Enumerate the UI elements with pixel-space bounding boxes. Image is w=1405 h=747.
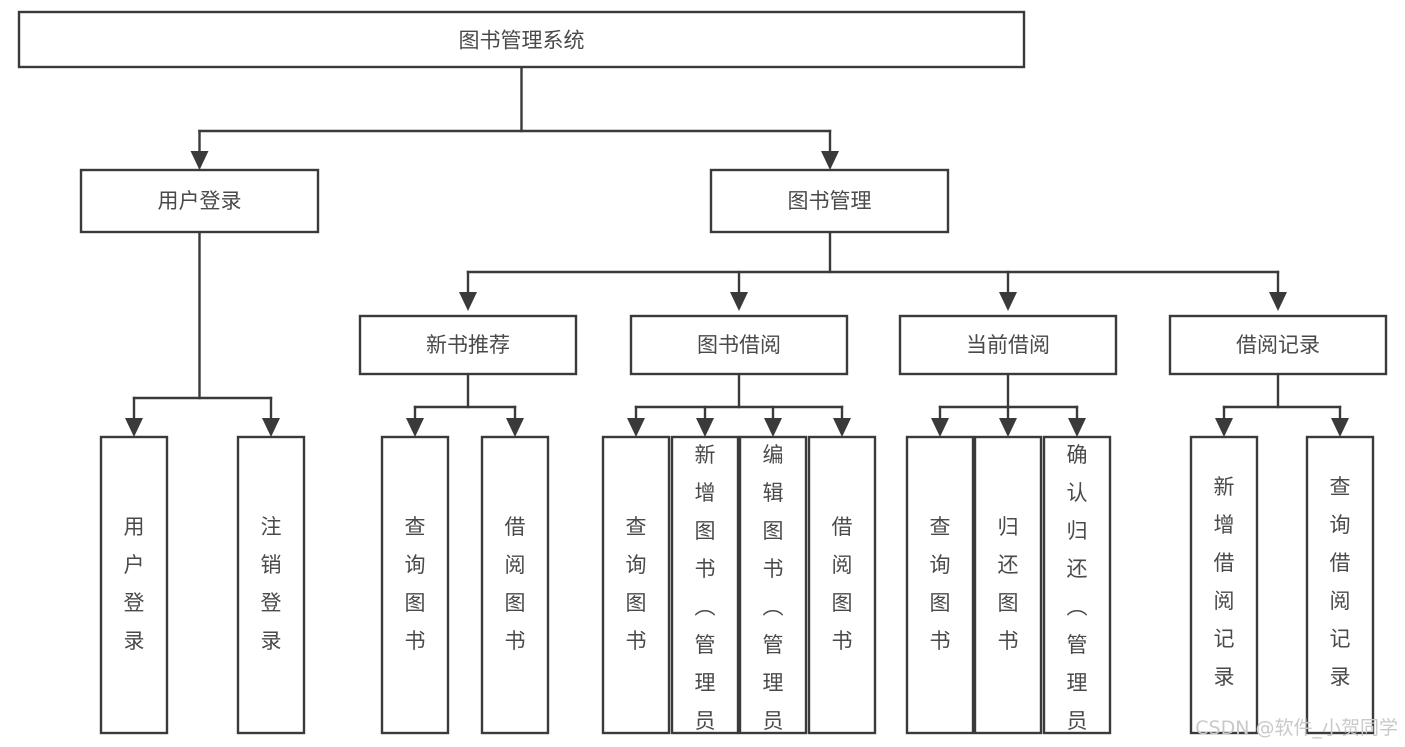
leaf-query-book-1-label: 查询图书: [405, 515, 426, 653]
node-book-management-box[interactable]: [709, 168, 950, 234]
arrow-to-leaf-add-book: [696, 418, 714, 437]
leaf-borrow-book-1-label: 借阅图书: [505, 515, 526, 653]
arrow-to-leaf-query-book-2: [627, 418, 645, 437]
arrow-to-borrow-record: [1269, 292, 1287, 311]
node-book-borrow[interactable]: 图书借阅: [629, 314, 849, 376]
node-user-login[interactable]: 用户登录: [79, 168, 320, 234]
node-new-book-recommend-label: 新书推荐: [426, 333, 510, 357]
leaf-query-book-2-label: 查询图书: [626, 515, 647, 653]
leaf-user-login-box[interactable]: [99, 435, 169, 735]
leaf-borrow-book-1[interactable]: 借阅图书: [480, 435, 550, 735]
arrow-to-user-login: [190, 151, 209, 170]
arrow-to-leaf-return-book: [999, 418, 1017, 437]
arrow-to-leaf-edit-book: [764, 418, 782, 437]
arrow-to-current-borrow: [999, 292, 1017, 311]
leaf-user-logout[interactable]: 注销登录: [236, 435, 306, 735]
arrow-to-book-management: [821, 151, 839, 170]
leaf-query-record-label: 查询借阅记录: [1330, 475, 1351, 689]
leaf-add-record-label: 新增借阅记录: [1214, 475, 1235, 689]
leaf-query-record-box[interactable]: [1305, 435, 1375, 735]
arrow-to-leaf-borrow-book-1: [506, 418, 524, 437]
connector-layer: [125, 65, 1349, 437]
arrow-to-leaf-confirm-return: [1068, 418, 1086, 437]
node-user-login-box[interactable]: [79, 168, 320, 234]
arrow-to-leaf-query-book-1: [406, 418, 424, 437]
leaf-query-book-3[interactable]: 查询图书: [905, 435, 975, 735]
node-new-book-recommend[interactable]: 新书推荐: [358, 314, 578, 376]
leaf-user-logout-box[interactable]: [236, 435, 306, 735]
arrow-to-leaf-query-record: [1331, 418, 1349, 437]
arrow-to-leaf-user-login: [125, 418, 143, 437]
arrow-to-new-book-recommend: [459, 292, 477, 311]
leaf-return-book-label: 归还图书: [998, 515, 1019, 653]
leaf-query-book-2[interactable]: 查询图书: [601, 435, 671, 735]
leaf-user-login[interactable]: 用户登录: [99, 435, 169, 735]
leaf-edit-book-box[interactable]: [738, 435, 808, 735]
node-borrow-record[interactable]: 借阅记录: [1168, 314, 1388, 376]
leaf-confirm-return-label: 确认归还︵管理员︶: [1067, 443, 1088, 747]
leaf-query-book-2-box[interactable]: [601, 435, 671, 735]
node-borrow-record-box[interactable]: [1168, 314, 1388, 376]
node-book-borrow-box[interactable]: [629, 314, 849, 376]
node-current-borrow-box[interactable]: [898, 314, 1118, 376]
leaf-return-book-box[interactable]: [973, 435, 1043, 735]
arrow-to-leaf-borrow-book-2: [833, 418, 851, 437]
node-book-management[interactable]: 图书管理: [709, 168, 950, 234]
leaf-query-book-1[interactable]: 查询图书: [380, 435, 450, 735]
leaf-return-book[interactable]: 归还图书: [973, 435, 1043, 735]
node-current-borrow[interactable]: 当前借阅: [898, 314, 1118, 376]
node-book-borrow-label: 图书借阅: [697, 333, 781, 357]
leaf-edit-book[interactable]: 编辑图书︵管理员︶: [738, 435, 808, 747]
csdn-watermark: CSDN @软件_小贺同学: [1195, 717, 1398, 739]
leaf-user-login-label: 用户登录: [124, 515, 145, 653]
node-book-management-label: 图书管理: [788, 189, 872, 213]
leaf-add-book[interactable]: 新增图书︵管理员︶: [670, 435, 740, 747]
leaf-add-record[interactable]: 新增借阅记录: [1189, 435, 1259, 735]
leaf-confirm-return[interactable]: 确认归还︵管理员︶: [1042, 435, 1112, 747]
leaf-edit-book-label: 编辑图书︵管理员︶: [763, 443, 784, 747]
node-current-borrow-label: 当前借阅: [966, 333, 1050, 357]
leaf-confirm-return-box[interactable]: [1042, 435, 1112, 735]
leaf-query-book-1-box[interactable]: [380, 435, 450, 735]
node-user-login-label: 用户登录: [158, 189, 242, 213]
node-root-box[interactable]: [17, 10, 1026, 69]
arrow-to-book-borrow: [730, 292, 748, 311]
leaf-query-book-3-label: 查询图书: [930, 515, 951, 653]
leaf-query-book-3-box[interactable]: [905, 435, 975, 735]
leaf-add-record-box[interactable]: [1189, 435, 1259, 735]
leaf-query-record[interactable]: 查询借阅记录: [1305, 435, 1375, 735]
node-root[interactable]: 图书管理系统: [17, 10, 1026, 69]
node-root-label: 图书管理系统: [459, 29, 585, 53]
arrow-to-leaf-query-book-3: [931, 418, 949, 437]
leaf-borrow-book-1-box[interactable]: [480, 435, 550, 735]
node-new-book-recommend-box[interactable]: [358, 314, 578, 376]
leaf-borrow-book-2[interactable]: 借阅图书: [807, 435, 877, 735]
leaf-add-book-box[interactable]: [670, 435, 740, 735]
leaf-borrow-book-2-box[interactable]: [807, 435, 877, 735]
leaf-add-book-label: 新增图书︵管理员︶: [695, 443, 716, 747]
leaf-borrow-book-2-label: 借阅图书: [832, 515, 853, 653]
leaf-user-logout-label: 注销登录: [261, 515, 282, 653]
node-borrow-record-label: 借阅记录: [1236, 333, 1320, 357]
arrow-to-leaf-add-record: [1215, 418, 1233, 437]
arrow-to-leaf-user-logout: [262, 418, 280, 437]
